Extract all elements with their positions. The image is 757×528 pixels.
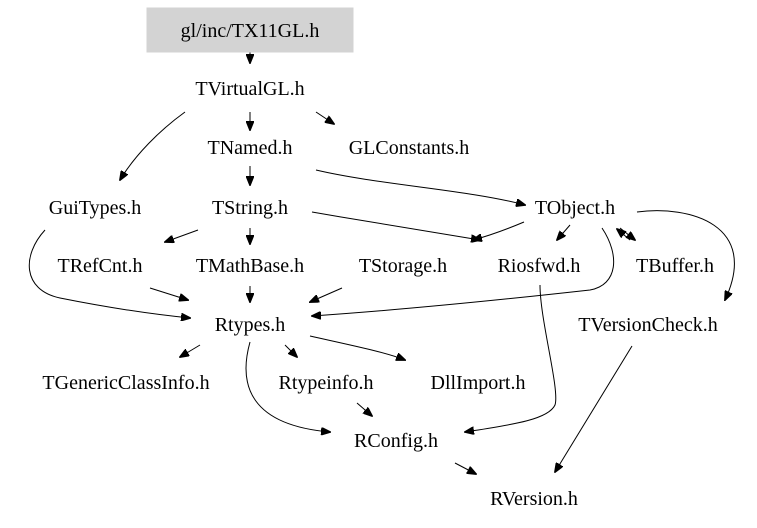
- edge-tstring-trefcnt: [165, 229, 199, 242]
- edge-rtypes-rtypeinfo: [284, 344, 297, 357]
- edge-tobject-rtypes: [312, 227, 615, 316]
- node-rversion[interactable]: RVersion.h: [490, 488, 578, 510]
- node-root[interactable]: gl/inc/TX11GL.h: [146, 7, 354, 53]
- edge-tversioncheck-rversion: [555, 345, 633, 472]
- node-riosfwd[interactable]: Riosfwd.h: [498, 255, 581, 277]
- node-rtypes[interactable]: Rtypes.h: [215, 314, 286, 336]
- node-tbuffer[interactable]: TBuffer.h: [636, 255, 714, 277]
- edge-rtypes-dllimport: [309, 335, 405, 360]
- edge-tvirtualgl-guitypes: [120, 111, 186, 180]
- edge-tbuffer-tobject: [617, 229, 631, 241]
- edge-tobject-tversioncheck: [636, 210, 735, 300]
- nodes: gl/inc/TX11GL.h TVirtualGL.h TNamed.h GL…: [42, 7, 718, 510]
- node-trefcnt[interactable]: TRefCnt.h: [58, 255, 143, 277]
- edge-rtypes-tgenericclassinfo: [180, 344, 201, 357]
- node-tnamed[interactable]: TNamed.h: [208, 137, 293, 159]
- edge-rconfig-rversion: [454, 462, 476, 474]
- node-rconfig[interactable]: RConfig.h: [354, 430, 438, 452]
- node-tstring[interactable]: TString.h: [212, 197, 288, 219]
- node-dllimport[interactable]: DllImport.h: [431, 372, 526, 394]
- edge-trefcnt-rtypes: [149, 287, 188, 300]
- node-tmathbase[interactable]: TMathBase.h: [196, 255, 304, 277]
- node-glconstants[interactable]: GLConstants.h: [349, 137, 470, 159]
- edge-rtypes-rconfig: [245, 341, 330, 432]
- edge-tnamed-tobject: [315, 169, 525, 205]
- edge-tobject-riosfwd: [473, 221, 525, 240]
- node-guitypes[interactable]: GuiTypes.h: [49, 197, 141, 219]
- edges: [28, 50, 735, 474]
- node-tvirtualgl[interactable]: TVirtualGL.h: [195, 78, 304, 100]
- node-tstorage[interactable]: TStorage.h: [359, 255, 447, 277]
- node-tobject[interactable]: TObject.h: [535, 197, 615, 219]
- node-tversioncheck[interactable]: TVersionCheck.h: [578, 314, 717, 336]
- edge-guitypes-rtypes: [28, 229, 190, 318]
- node-tgenericclassinfo[interactable]: TGenericClassInfo.h: [42, 372, 209, 394]
- node-label-root: gl/inc/TX11GL.h: [181, 20, 320, 42]
- edge-tstorage-rtypes: [310, 287, 343, 302]
- edge-tvirtualgl-glconstants: [315, 111, 334, 124]
- node-rtypeinfo[interactable]: Rtypeinfo.h: [279, 372, 374, 394]
- root-node-box: [146, 7, 354, 53]
- edge-rtypeinfo-rconfig: [356, 402, 372, 416]
- edge-tobject-rconfig-short: [557, 224, 571, 240]
- edge-tstring-riosfwd: [311, 211, 480, 240]
- edge-riosfwd-rconfig: [465, 284, 557, 432]
